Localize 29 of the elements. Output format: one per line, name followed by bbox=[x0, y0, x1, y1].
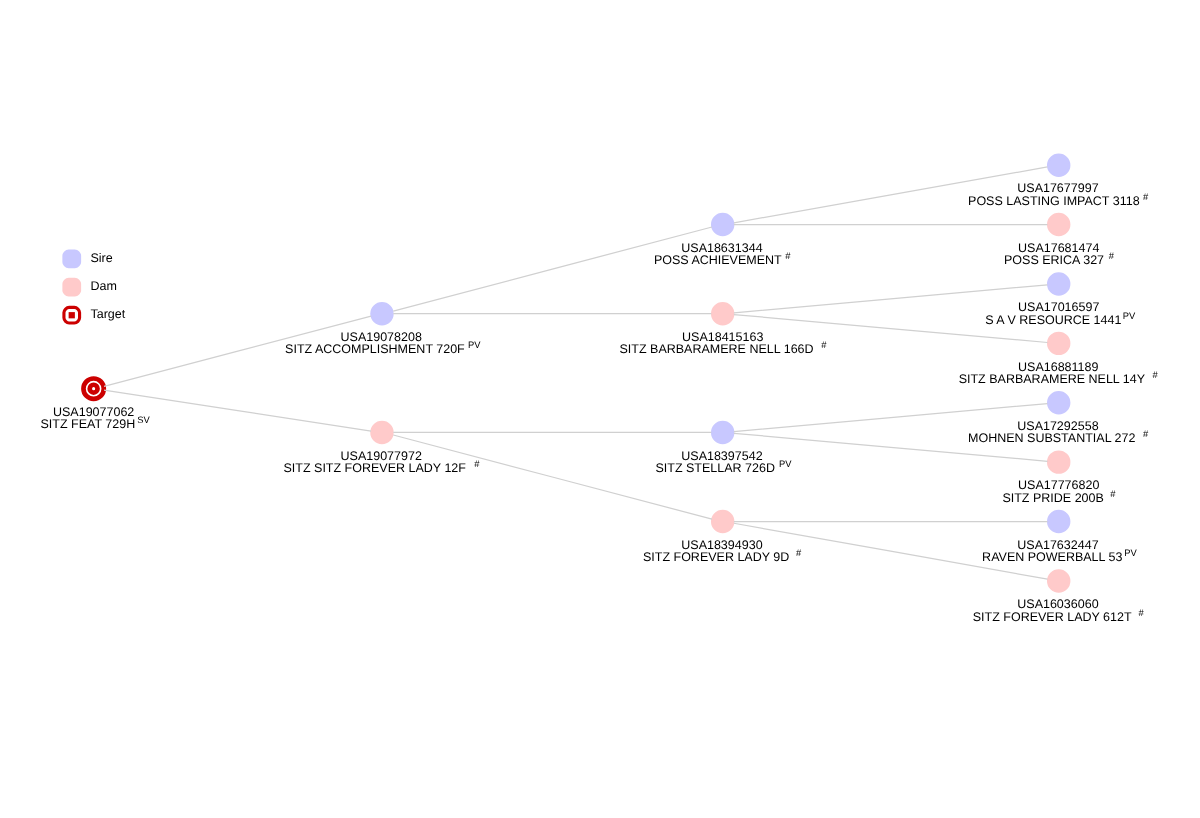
node-circle bbox=[1047, 272, 1071, 296]
node-circle bbox=[710, 301, 735, 326]
node-circle bbox=[1047, 331, 1071, 356]
connector bbox=[733, 403, 1049, 433]
connector bbox=[733, 522, 1049, 580]
node-circle bbox=[370, 301, 394, 326]
node-circle bbox=[81, 376, 107, 402]
connector bbox=[392, 226, 713, 312]
node-circle bbox=[1047, 450, 1071, 474]
connector bbox=[733, 313, 1049, 344]
node-circle bbox=[710, 509, 735, 534]
connector bbox=[733, 166, 1049, 224]
node-circle bbox=[1047, 212, 1071, 237]
connector bbox=[733, 223, 1049, 226]
connector bbox=[733, 284, 1049, 314]
node-circle bbox=[710, 420, 735, 445]
connector bbox=[733, 432, 1049, 462]
node-circle bbox=[1047, 153, 1071, 177]
connector bbox=[392, 431, 712, 434]
connector bbox=[392, 313, 712, 315]
node-circle bbox=[710, 212, 735, 237]
node-circle bbox=[1047, 391, 1071, 415]
connector bbox=[103, 389, 372, 432]
connector bbox=[733, 520, 1049, 523]
connector bbox=[392, 434, 713, 520]
node-circle bbox=[370, 420, 394, 445]
connector bbox=[103, 315, 372, 387]
node-circle bbox=[1047, 569, 1071, 593]
node-circle bbox=[1047, 509, 1071, 534]
